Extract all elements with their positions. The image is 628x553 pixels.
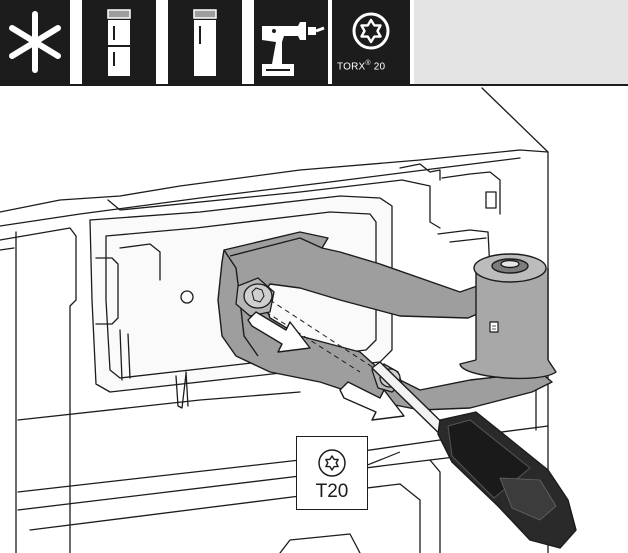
guide-lines <box>265 299 381 373</box>
header-divider <box>0 84 628 86</box>
cordless-drill-icon <box>262 22 325 76</box>
torx-bit-icon <box>352 12 390 50</box>
torx-size: 20 <box>373 61 386 73</box>
torx-star-icon <box>318 449 346 477</box>
header-blank-panel <box>414 0 628 84</box>
drill-tile <box>254 0 328 84</box>
freezer-snowflake-icon <box>9 11 61 73</box>
cabinet-top-edge <box>0 149 549 213</box>
registered-mark: ® <box>365 60 371 67</box>
single-door-tile <box>168 0 242 84</box>
torx-text: TORX <box>337 61 366 73</box>
single-door-fridge-icon <box>193 9 217 76</box>
freezer-snowflake-tile <box>0 0 70 84</box>
removal-arrows <box>247 311 405 421</box>
fridge-freezer-combo-icon <box>107 9 131 76</box>
torx-bit-callout: T20 <box>296 436 368 510</box>
hinge-bracket <box>217 231 557 411</box>
callout-label: T20 <box>315 481 349 502</box>
torx-size-label: TORX® 20 <box>337 60 385 72</box>
tool-header: TORX® 20 <box>0 0 628 86</box>
torx-tile <box>332 0 410 84</box>
hinge-removal-illustration <box>0 87 577 553</box>
torx-screwdriver <box>371 361 577 549</box>
fridge-freezer-tile <box>82 0 156 84</box>
